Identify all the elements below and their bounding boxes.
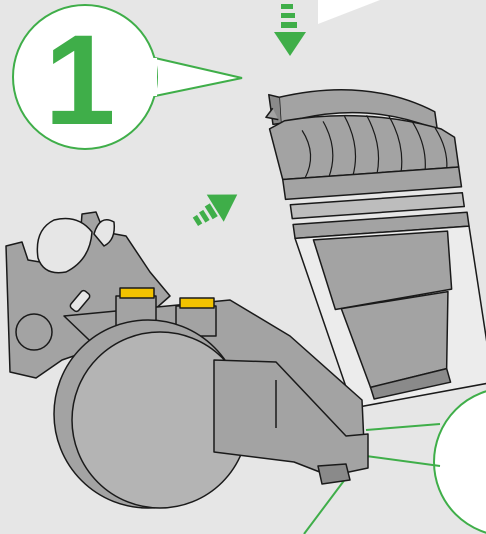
callout-2-number: 2 [482, 405, 486, 534]
latch-1 [120, 288, 154, 298]
callout-1-joint [141, 58, 157, 96]
latch-2 [180, 298, 214, 308]
front-caster [318, 464, 350, 484]
callout-1-number: 1 [44, 9, 115, 152]
cradle-knob [16, 314, 52, 350]
